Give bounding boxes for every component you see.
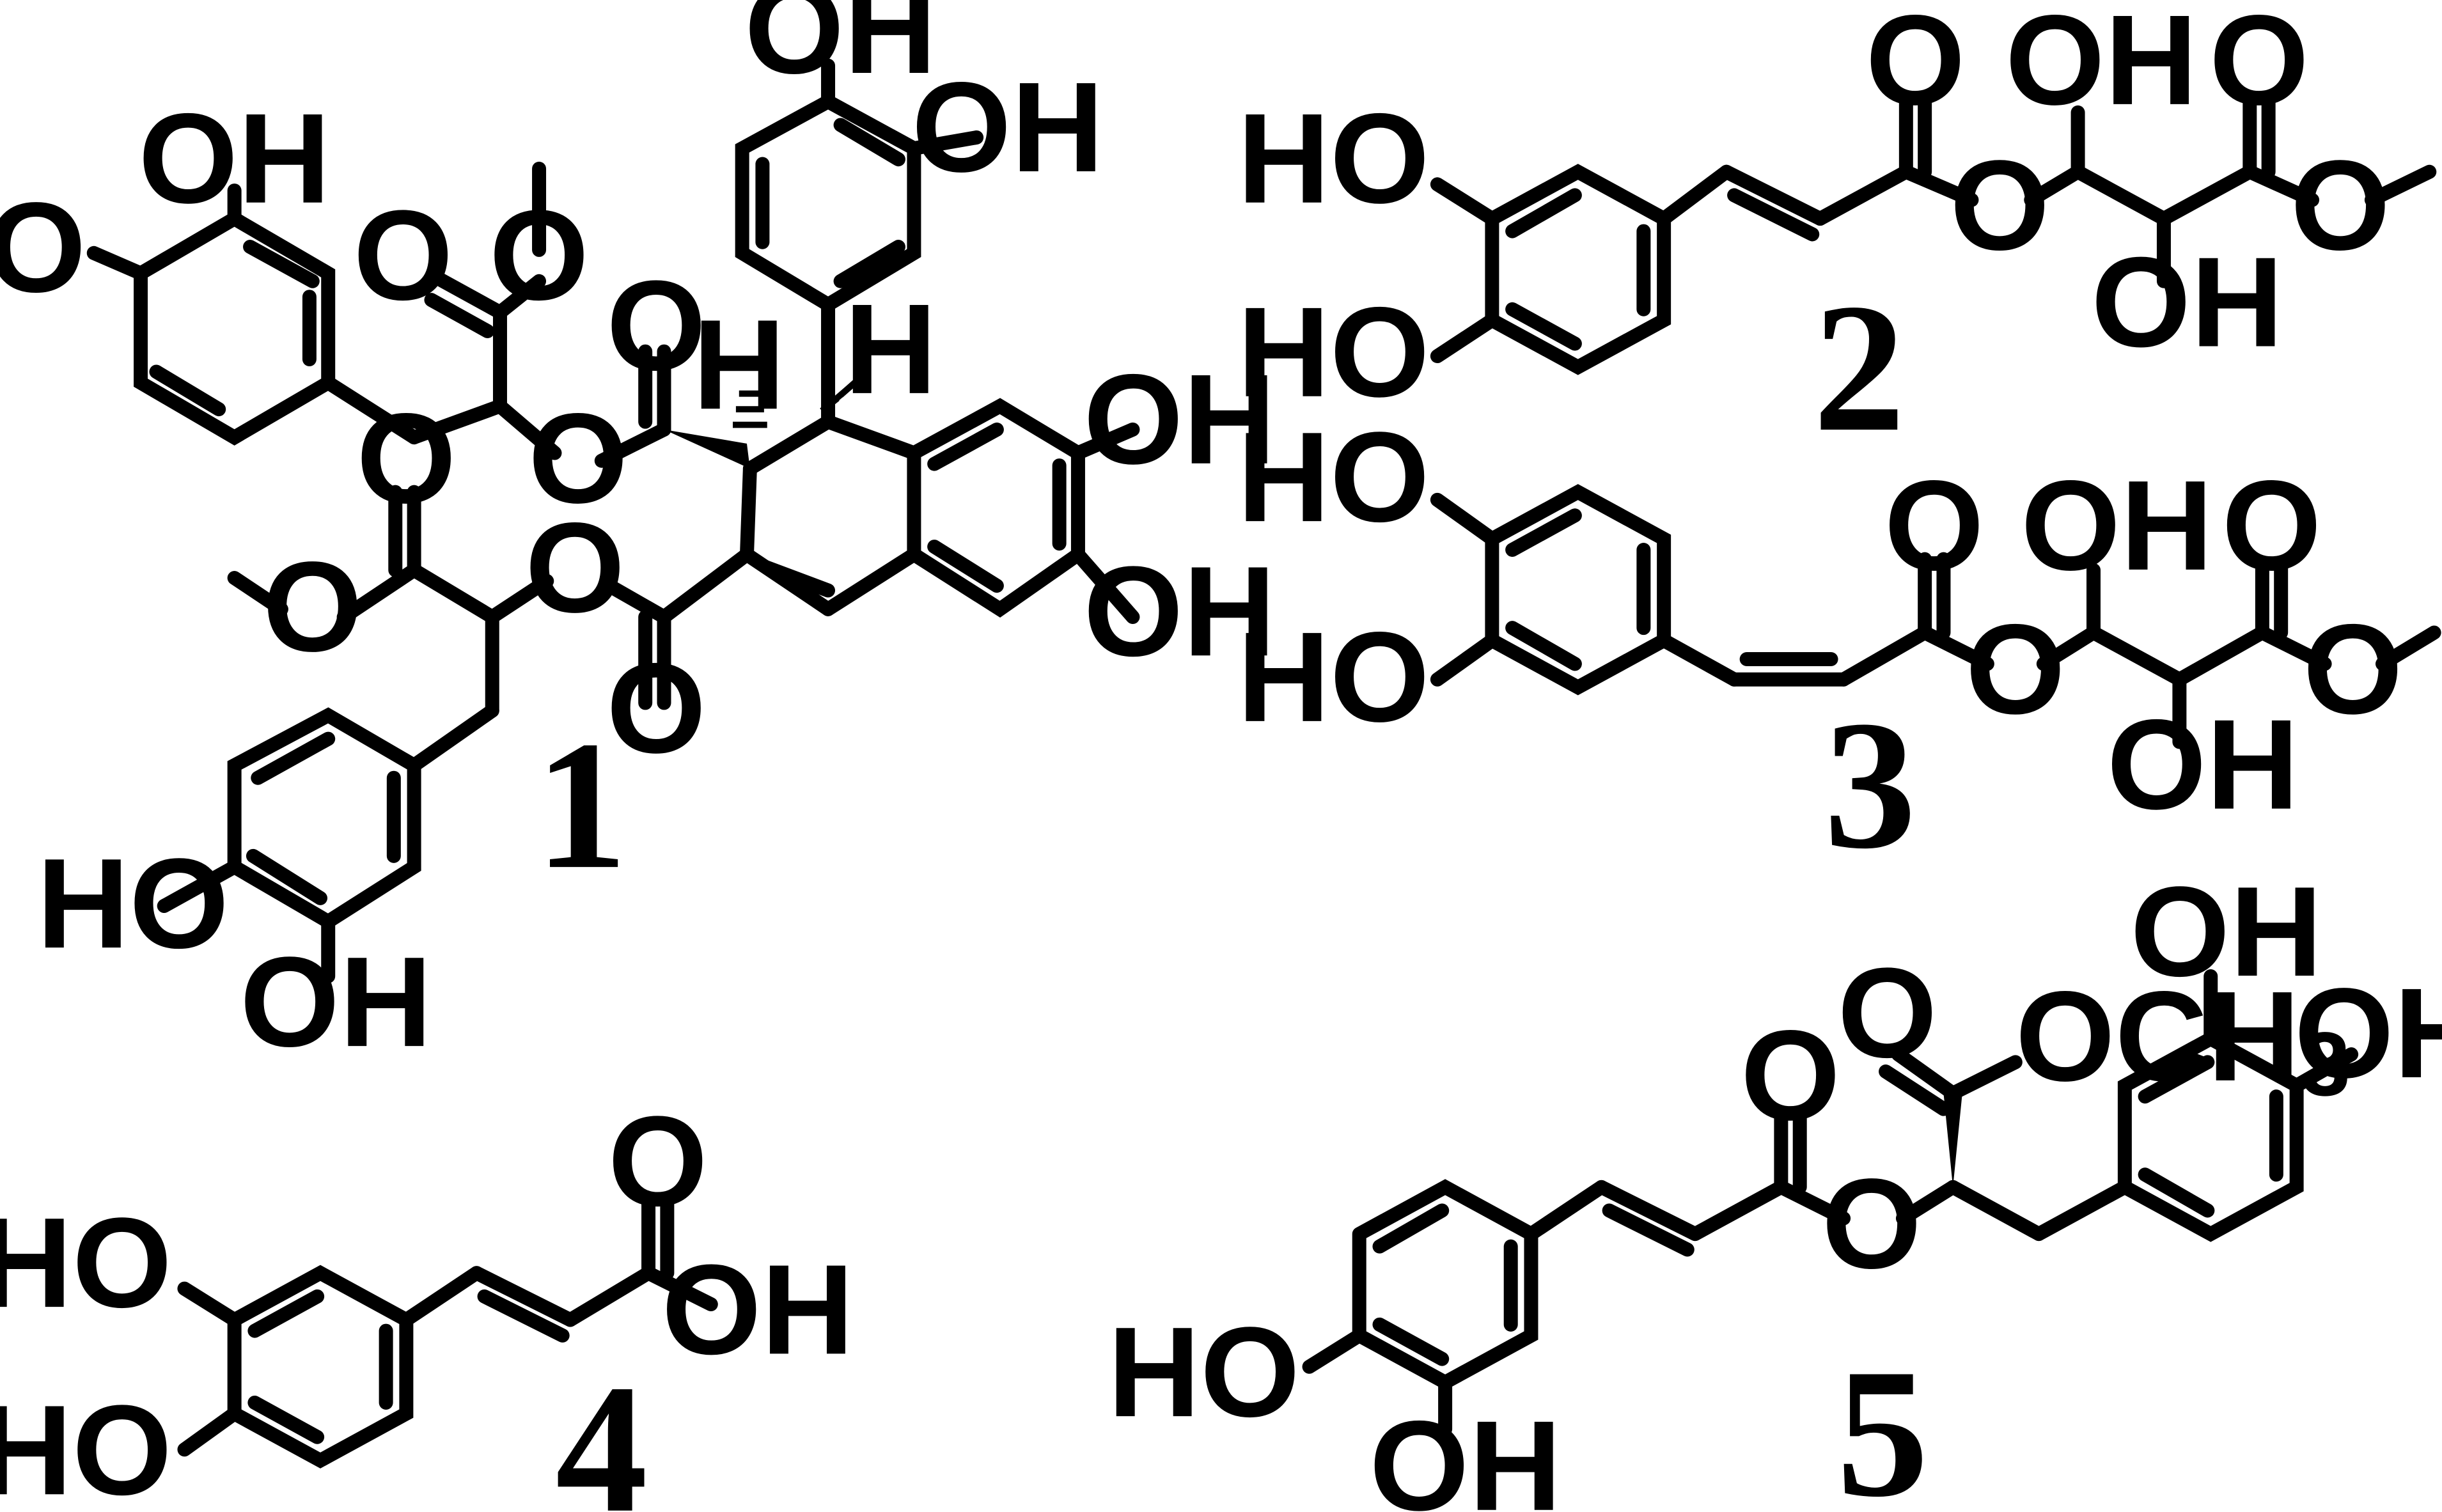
oh-label: OH [2091,231,2283,374]
ho-label: HO [1237,88,1430,230]
o-label: O [1741,1004,1840,1147]
h-label: H [844,278,937,421]
compound-number: 3 [1824,683,1916,887]
o-label: O [356,387,456,530]
och-text: OCH [2015,965,2300,1108]
ho-label: HO [0,1379,172,1512]
compound-2-structure: HO HO O O OH O O OH 2 [1237,0,2437,470]
o-label: O [354,184,453,327]
oh-label: OH [2005,0,2198,132]
o-label: O [2290,134,2390,277]
ho-label: HO [0,176,86,319]
h-label: H [693,293,785,436]
compound-5-structure: HO OH O O O OCH3 OH OH 5 [1108,861,2442,1512]
o-label: O [1866,0,1966,132]
o-label: O [525,497,625,639]
o-label: O [608,1090,708,1233]
oh-label: OH [138,88,330,230]
compound-number: 5 [1836,1331,1929,1512]
compound-number: 4 [556,1347,648,1512]
o-label: O [263,536,363,678]
compound-3-structure: HO HO O O OH O O OH 3 [1237,406,2441,887]
o-label: O [606,254,706,397]
oh-label: OH [912,56,1104,199]
oh-label: OH [2107,694,2299,836]
compound-number: 1 [535,703,627,907]
oh-label: OH [2130,861,2322,1003]
oh-label: OH [1084,540,1276,683]
ho-label: HO [1237,281,1430,424]
oh-label: OH [2294,962,2442,1105]
oh-label: OH [240,931,432,1073]
oh-label: OH [1370,1395,1562,1512]
o-label: O [1822,1153,1922,1295]
ho-label: HO [1108,1301,1300,1444]
compound-4-structure: HO HO O OH 4 [0,1090,854,1512]
subscript-3: 3 [2300,1014,2351,1115]
o-label: O [1950,134,2050,277]
ho-label: HO [1237,606,1430,749]
o-label: O [606,637,706,780]
o-label: O [1884,455,1984,597]
o-label: O [2222,455,2322,597]
o-label: O [1838,942,1937,1084]
ho-label: HO [1237,406,1430,549]
o-label: O [2209,0,2309,132]
oh-label: OH [2021,455,2213,597]
compound-number: 2 [1813,266,1905,470]
ho-label: HO [37,832,230,975]
o-label: O [1966,598,2065,741]
oh-label: OH [744,0,937,100]
o-label: O [489,184,589,327]
oh-label: OH [1084,348,1276,491]
och3-label: OCH3 [2015,965,2351,1116]
o-label: O [528,387,628,530]
compound-1-structure: OH HO O O O O H H OH OH OH OH O O O O HO… [0,0,1276,1073]
oh-label: OH [662,1238,854,1381]
o-label: O [2303,598,2403,741]
ho-label: HO [0,1192,172,1334]
